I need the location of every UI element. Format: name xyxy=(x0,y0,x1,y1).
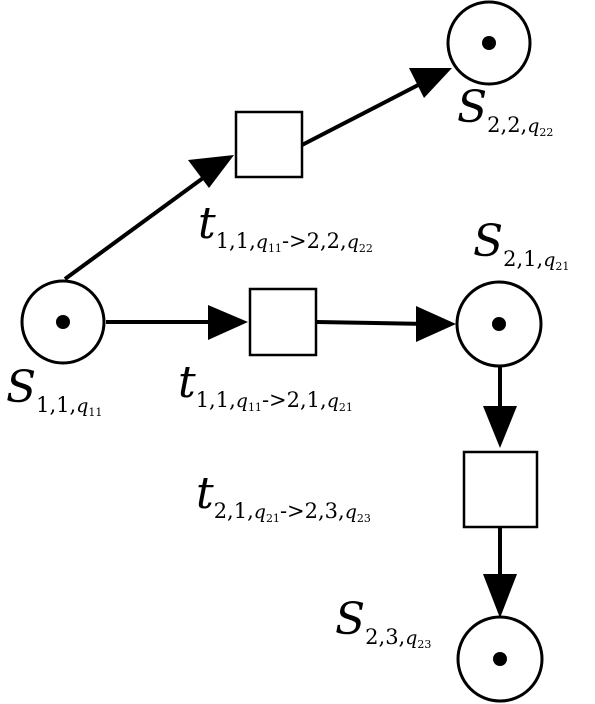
place-s11 xyxy=(20,279,106,365)
token xyxy=(493,652,507,666)
token xyxy=(482,36,496,50)
place-label-s23: S2,3,q23 xyxy=(335,594,431,651)
place-label-s21: S2,1,q21 xyxy=(473,216,569,273)
token xyxy=(56,315,70,329)
arrowhead-t-21-23-to-s23 xyxy=(483,574,517,618)
place-s23 xyxy=(456,615,544,703)
arc-t-11-21-to-s21 xyxy=(316,320,429,326)
arrowhead-s11-to-t-11-22 xyxy=(188,155,234,188)
arrowhead-t-11-21-to-s21 xyxy=(416,306,456,342)
transition-t-11-22 xyxy=(234,110,304,179)
place-label-s11: S1,1,q11 xyxy=(6,362,102,419)
transition-t-11-21 xyxy=(248,287,318,357)
transition-t-21-23 xyxy=(462,450,539,529)
arc-t-11-22-to-s22 xyxy=(301,80,425,147)
place-s21 xyxy=(455,280,543,368)
arc-s11-to-t-11-22 xyxy=(63,168,216,281)
arrowhead-s21-to-t-21-23 xyxy=(483,406,517,448)
token xyxy=(492,317,506,331)
transition-label-t-11-22: t1,1,q11->2,2,q22 xyxy=(198,198,373,255)
place-label-s22: S2,2,q22 xyxy=(457,82,553,139)
arrowhead-s11-to-t-11-21 xyxy=(208,305,248,340)
transition-label-t-21-23: t2,1,q21->2,3,q23 xyxy=(196,468,371,525)
place-s22 xyxy=(446,0,532,86)
transition-label-t-11-21: t1,1,q11->2,1,q21 xyxy=(178,357,353,414)
arrowhead-t-11-22-to-s22 xyxy=(409,68,452,98)
